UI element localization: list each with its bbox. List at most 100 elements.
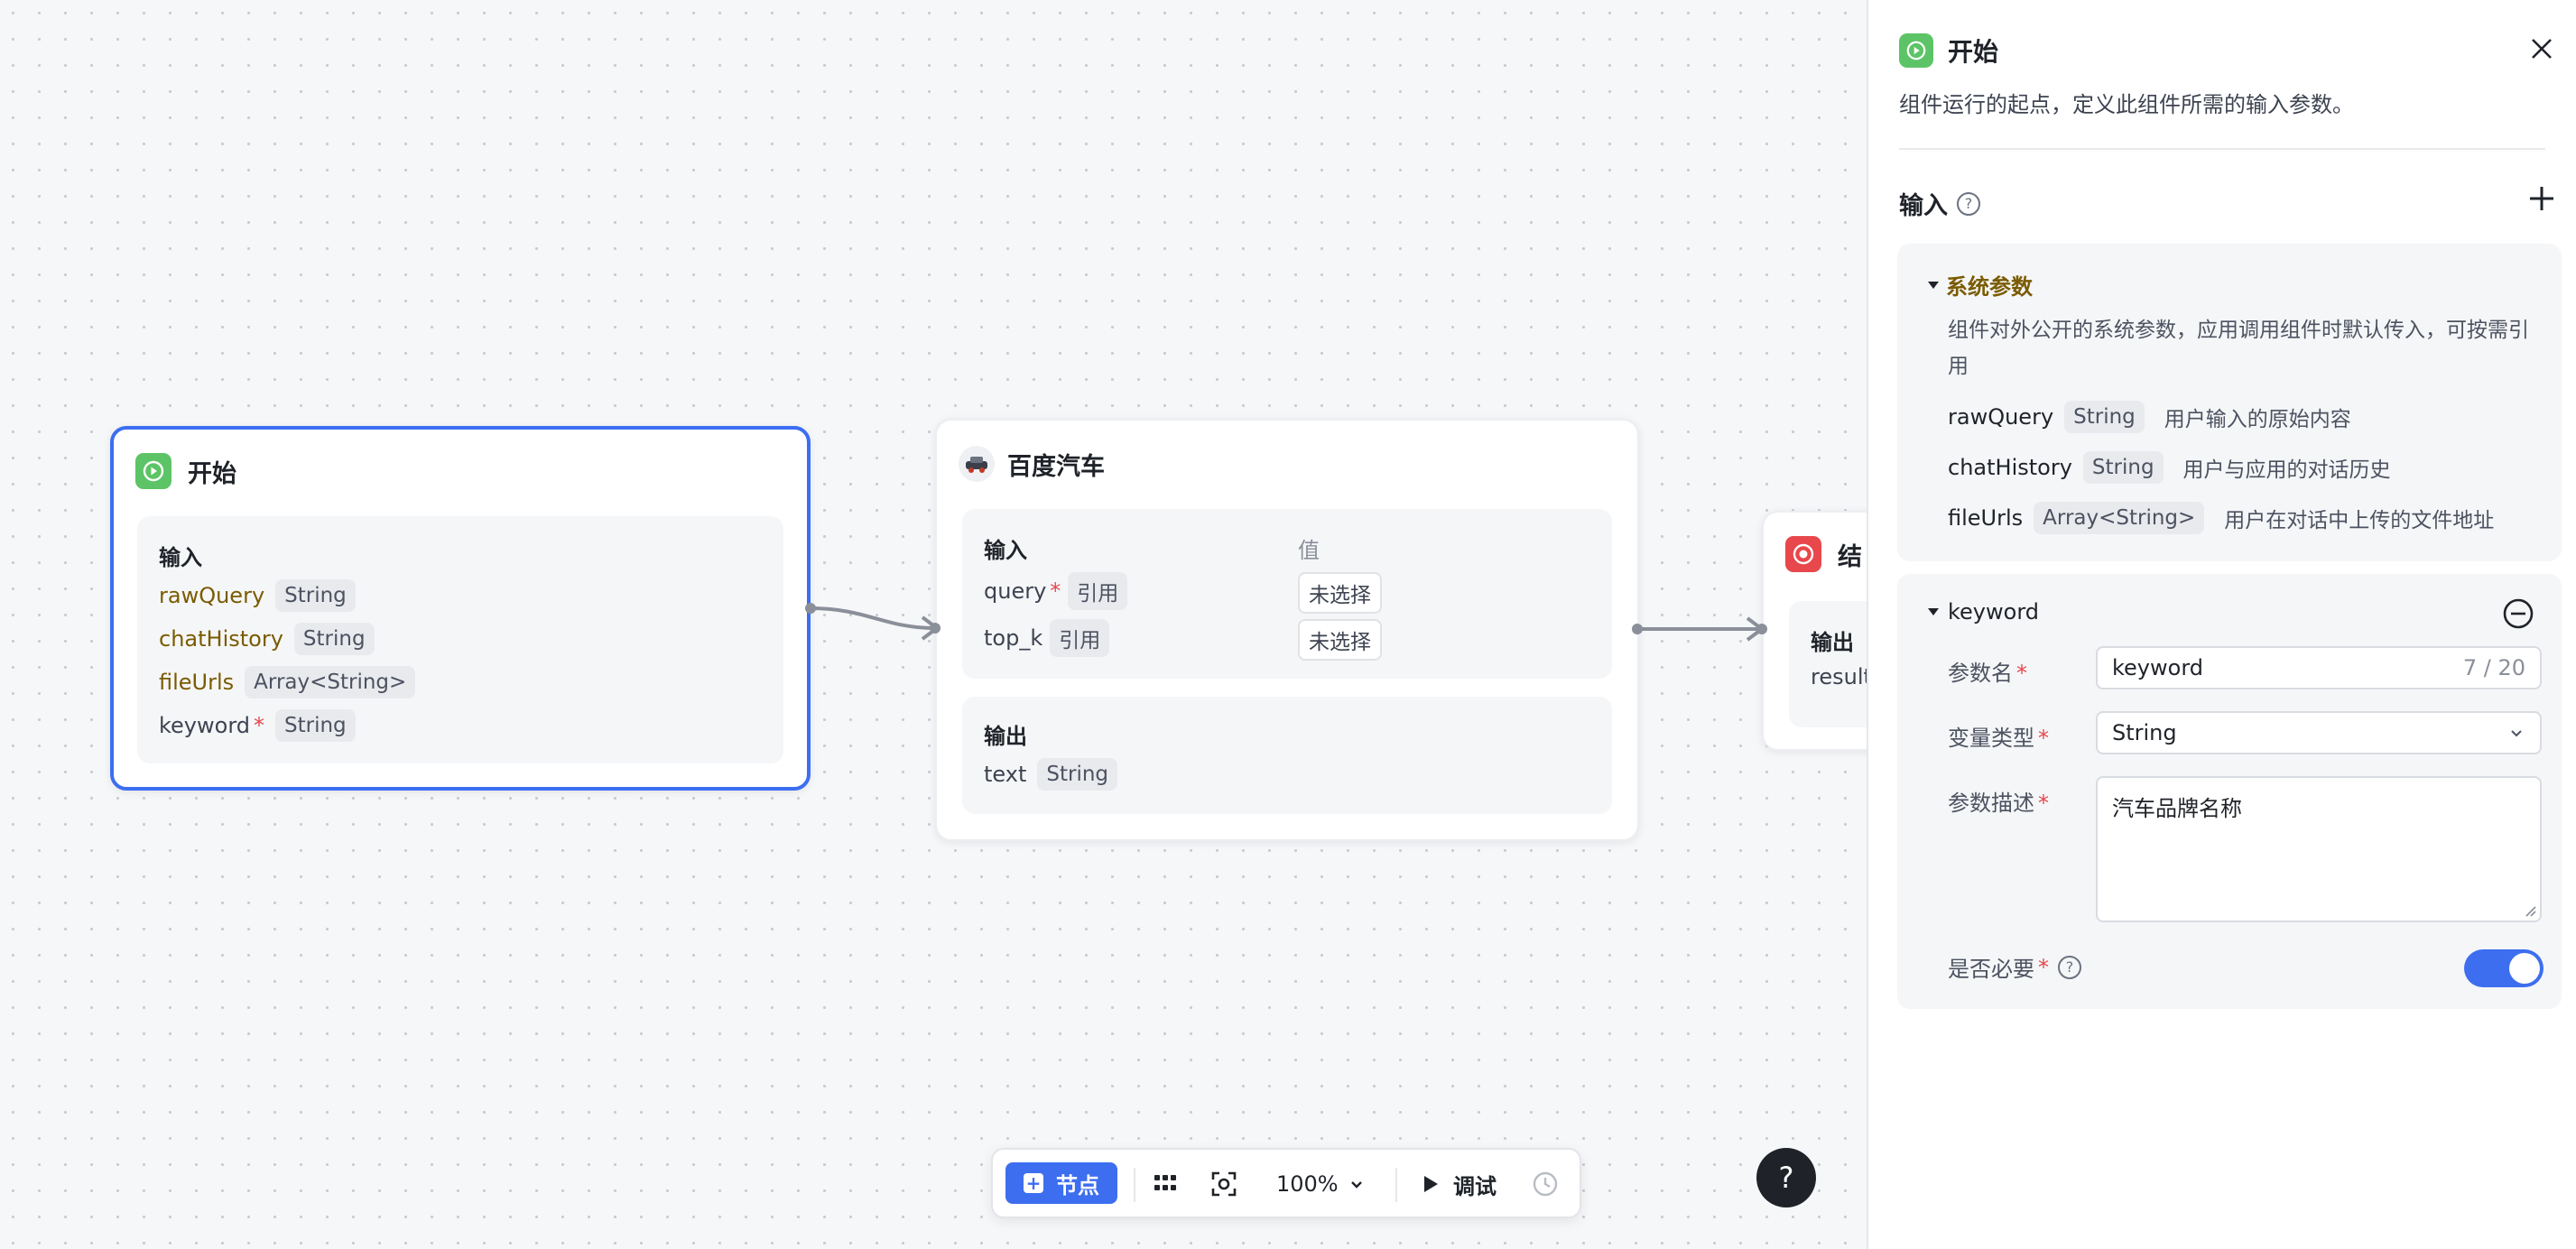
custom-param-toggle[interactable]: keyword — [1926, 599, 2039, 624]
value-select[interactable]: 未选择 — [1298, 572, 1382, 614]
tool-output-title: 输出 — [984, 724, 1027, 749]
add-node-button[interactable]: + 节点 — [1005, 1162, 1117, 1204]
system-param-row: chatHistory String 用户与应用的对话历史 — [1948, 451, 2391, 484]
output-name: text — [984, 762, 1027, 787]
history-icon — [1533, 1171, 1558, 1197]
tool-input-title: 输入 — [984, 538, 1027, 563]
input-header-label: 输入 — [1899, 192, 1948, 220]
tool-node-title: 百度汽车 — [1007, 452, 1105, 481]
end-input-port[interactable] — [1756, 624, 1767, 634]
param-desc-textarea[interactable]: 汽车品牌名称 — [2096, 776, 2542, 922]
caret-down-icon — [1928, 281, 1939, 289]
tool-input-port[interactable] — [930, 623, 941, 634]
required-toggle[interactable] — [2464, 949, 2544, 987]
close-icon — [2532, 39, 2552, 59]
resize-handle-icon — [2525, 906, 2536, 917]
tool-output-row: text String — [984, 758, 1118, 791]
ref-tag: 引用 — [1068, 572, 1128, 610]
panel-description: 组件运行的起点，定义此组件所需的输入参数。 — [1899, 92, 2354, 117]
system-params-toggle[interactable]: 系统参数 — [1926, 269, 2033, 301]
end-output-section: 输出 result — [1789, 601, 1867, 727]
required-label: 是否必要* ? — [1948, 951, 2081, 983]
custom-param-title: keyword — [1948, 599, 2040, 624]
end-node[interactable]: 结 输出 result — [1762, 511, 1867, 751]
input-name: top_k — [984, 625, 1043, 651]
type-select[interactable]: String — [2096, 711, 2542, 754]
canvas-toolbar: + 节点 100% 调试 — [991, 1148, 1581, 1218]
param-type-tag: String — [2082, 451, 2164, 484]
value-header: 值 — [1298, 538, 1320, 563]
play-icon — [1899, 33, 1933, 68]
start-input-title: 输入 — [159, 545, 202, 570]
help-button[interactable]: ? — [1756, 1148, 1816, 1207]
system-param-row: fileUrls Array<String> 用户在对话中上传的文件地址 — [1948, 502, 2494, 534]
history-button[interactable] — [1531, 1162, 1560, 1206]
char-count: 7 / 20 — [2462, 655, 2525, 680]
param-type-tag: String — [275, 579, 356, 612]
zoom-select[interactable]: 100% — [1276, 1162, 1366, 1206]
param-name-value: keyword — [2112, 655, 2204, 680]
param-name: chatHistory — [1948, 455, 2072, 480]
param-desc: 用户输入的原始内容 — [2164, 408, 2351, 431]
param-name-input[interactable]: keyword 7 / 20 — [2096, 646, 2542, 689]
remove-param-button[interactable] — [2502, 597, 2534, 634]
ref-tag: 引用 — [1050, 619, 1110, 657]
tool-input-value[interactable]: 未选择 — [1298, 619, 1382, 661]
param-name: fileUrls — [1948, 505, 2024, 531]
start-param-row: chatHistory String — [159, 623, 375, 655]
start-node[interactable]: 开始 输入 rawQuery String chatHistory String… — [110, 426, 811, 791]
panel-header: 开始 — [1899, 32, 1998, 69]
type-select-value: String — [2112, 720, 2177, 745]
output-name: result — [1811, 664, 1867, 689]
debug-button[interactable]: 调试 — [1421, 1162, 1496, 1206]
param-type-tag: String — [293, 623, 375, 655]
start-output-port[interactable] — [805, 603, 816, 614]
plus-icon — [2530, 187, 2553, 210]
param-name: keyword — [159, 713, 251, 738]
plus-square-icon: + — [1024, 1172, 1043, 1194]
param-type-tag: String — [2064, 401, 2145, 433]
play-icon — [1424, 1176, 1438, 1192]
end-output-row: result — [1811, 664, 1867, 689]
param-type-tag: String — [275, 709, 356, 742]
stop-icon — [1785, 536, 1821, 572]
edges-layer — [810, 606, 1765, 642]
param-desc: 用户与应用的对话历史 — [2182, 458, 2391, 482]
custom-param-card: keyword 参数名* keyword 7 / 20 变量类型* String… — [1897, 574, 2562, 1009]
car-logo-icon — [959, 446, 995, 482]
required-mark: * — [254, 713, 265, 738]
focus-icon — [1211, 1171, 1237, 1197]
panel-title: 开始 — [1948, 37, 1999, 67]
caret-down-icon — [1928, 608, 1939, 615]
grid-icon — [1154, 1175, 1176, 1190]
close-button[interactable] — [2529, 36, 2554, 65]
tool-output-port[interactable] — [1632, 624, 1643, 634]
start-input-section: 输入 rawQuery String chatHistory String fi… — [137, 516, 783, 763]
start-node-title: 开始 — [188, 459, 236, 488]
fit-view-button[interactable] — [1209, 1162, 1238, 1206]
node-config-panel: 开始 组件运行的起点，定义此组件所需的输入参数。 输入 ? 系统参数 组件对外公… — [1867, 0, 2576, 1249]
workflow-canvas[interactable]: 开始 输入 rawQuery String chatHistory String… — [0, 0, 1867, 1249]
value-select[interactable]: 未选择 — [1298, 619, 1382, 661]
system-param-row: rawQuery String 用户输入的原始内容 — [1948, 401, 2351, 433]
system-params-description: 组件对外公开的系统参数，应用调用组件时默认传入，可按需引用 — [1948, 319, 2529, 378]
add-param-button[interactable] — [2527, 184, 2556, 217]
tool-output-section: 输出 text String — [962, 697, 1612, 814]
start-param-row: keyword * String — [159, 709, 356, 742]
minus-circle-icon — [2503, 598, 2534, 629]
start-param-row: rawQuery String — [159, 579, 356, 612]
end-node-title: 结 — [1838, 542, 1862, 571]
help-circle-icon[interactable]: ? — [1957, 191, 1980, 216]
param-desc: 用户在对话中上传的文件地址 — [2224, 509, 2495, 532]
tool-node[interactable]: 百度汽车 输入 值 query * 引用 未选择 top_k 引用 未选择 输出 — [935, 419, 1639, 841]
grid-layout-button[interactable] — [1152, 1162, 1179, 1206]
output-type-tag: String — [1037, 758, 1118, 791]
tool-input-value[interactable]: 未选择 — [1298, 572, 1382, 614]
param-type-tag: Array<String> — [245, 666, 416, 699]
help-circle-icon[interactable]: ? — [2058, 955, 2081, 979]
required-mark: * — [1050, 578, 1061, 604]
tool-input-section: 输入 值 query * 引用 未选择 top_k 引用 未选择 — [962, 509, 1612, 679]
add-node-label: 节点 — [1056, 1172, 1099, 1198]
play-icon — [135, 453, 171, 489]
divider — [1899, 148, 2545, 150]
